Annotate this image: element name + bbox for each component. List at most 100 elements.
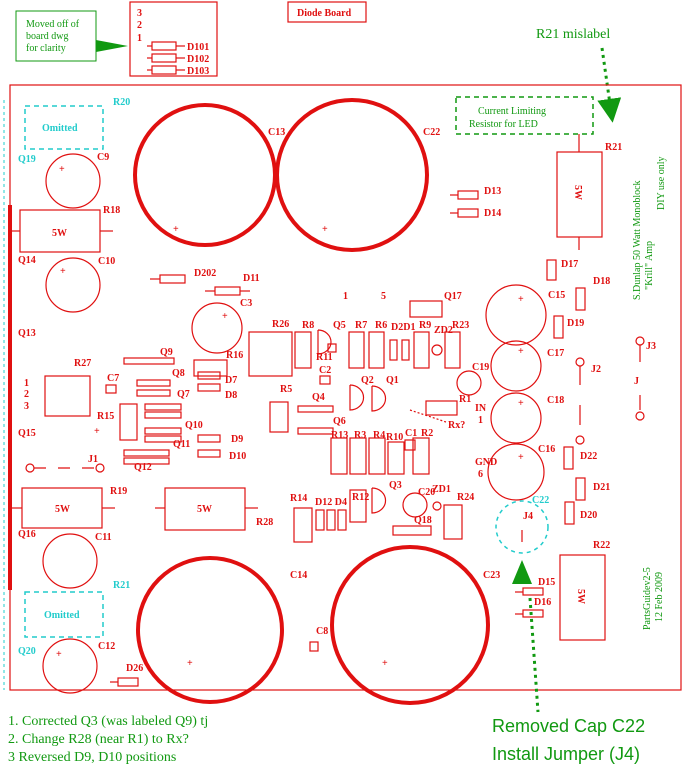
- svg-text:5W: 5W: [572, 185, 583, 200]
- transistor-q1: Q1: [371, 375, 399, 412]
- svg-text:C13: C13: [268, 127, 285, 138]
- svg-text:C9: C9: [97, 152, 109, 163]
- transistor-q18: [392, 525, 432, 536]
- title-box: [287, 1, 367, 23]
- transistor-q5: Q5: [317, 320, 346, 355]
- cap-c18: +C18: [490, 392, 564, 444]
- cap-c11: C11: [42, 532, 112, 589]
- page-title: Diode Board: [297, 8, 352, 19]
- r21-cyan-label: R21: [113, 580, 130, 591]
- diode-d22: D22: [563, 446, 597, 470]
- q20-label: Q20: [18, 646, 36, 657]
- svg-text:D8: D8: [225, 390, 237, 401]
- current-limit-note: Current Limiting: [478, 106, 546, 117]
- q8-body: [193, 359, 228, 377]
- removed-cap-c22-outline: [495, 500, 549, 554]
- q11-body: [144, 435, 182, 443]
- resistor-r13: R13: [330, 430, 348, 475]
- resistor-r23: R23: [444, 320, 469, 369]
- svg-text:Q2: Q2: [361, 375, 374, 386]
- install-jumper-note: Install Jumper (J4): [492, 744, 641, 764]
- diode-pin-number: 2: [137, 20, 142, 31]
- green-arrow-icon: [96, 40, 128, 52]
- svg-text:R9: R9: [419, 320, 431, 331]
- diode-d26: D26: [110, 663, 143, 687]
- svg-text:R8: R8: [302, 320, 314, 331]
- q18-label: Q18: [414, 515, 432, 526]
- c22-cyan-label: C22: [532, 495, 549, 506]
- svg-text:C19: C19: [472, 362, 489, 373]
- svg-text:C12: C12: [98, 641, 115, 652]
- q9-body: [123, 357, 175, 365]
- jumper-j1: J1: [25, 454, 105, 473]
- q19-label: Q19: [18, 154, 36, 165]
- pin-number: 2: [24, 389, 29, 400]
- resistor-r1: R1 Rx?: [409, 394, 471, 431]
- resistor-r21: R21 5W: [556, 134, 622, 250]
- svg-text:D17: D17: [561, 259, 578, 270]
- svg-text:C18: C18: [547, 395, 564, 406]
- svg-text:C17: C17: [547, 348, 564, 359]
- svg-text:R26: R26: [272, 319, 289, 330]
- diode-pin-number: 3: [137, 8, 142, 19]
- cap-c16: +C16: [487, 443, 555, 501]
- svg-text:R18: R18: [103, 205, 120, 216]
- svg-text:R1: R1: [459, 394, 471, 405]
- cap-c23: + C23: [330, 545, 500, 705]
- diode-d202: D202: [150, 268, 216, 284]
- svg-text:J2: J2: [591, 364, 601, 375]
- c20-label: C20: [418, 487, 435, 498]
- resistor-r18: 5W R18: [12, 205, 120, 253]
- cap-c19: C19: [456, 362, 489, 396]
- diode-d1: [401, 339, 410, 361]
- svg-text:+: +: [518, 346, 524, 357]
- cap-c7: [105, 384, 117, 394]
- transistor-q17: [409, 300, 443, 318]
- diode-d4: [326, 509, 336, 531]
- svg-text:5W: 5W: [197, 504, 212, 515]
- resistor-r9: R9: [413, 320, 431, 369]
- resistor-r14: R14: [290, 493, 313, 543]
- cap-c2: C2: [319, 365, 331, 385]
- resistor-r27: R27: [44, 358, 91, 417]
- q4-label: Q4: [312, 392, 325, 403]
- svg-text:Q1: Q1: [386, 375, 399, 386]
- j4-label: J4: [523, 511, 533, 522]
- svg-text:D22: D22: [580, 451, 597, 462]
- resistor-r5: R5: [269, 384, 292, 433]
- svg-text:"Krill" Amp: "Krill" Amp: [644, 241, 655, 290]
- resistor-r11: [327, 343, 337, 353]
- input-pin: 1: [478, 415, 483, 426]
- q6-body: [297, 427, 334, 435]
- q12-label: Q12: [134, 462, 152, 473]
- gnd-label: GND: [475, 457, 497, 468]
- r16-label: R16: [226, 350, 243, 361]
- q16-label: Q16: [18, 529, 36, 540]
- omitted-box-bottom: [24, 591, 104, 638]
- resistor-r28: 5W R28: [155, 487, 273, 531]
- green-arrow-icon: [512, 560, 532, 584]
- removed-cap-arrow-line: [528, 597, 540, 713]
- svg-text:Q3: Q3: [389, 480, 402, 491]
- svg-text:D20: D20: [580, 510, 597, 521]
- c1-label: C1: [405, 428, 417, 439]
- input-label: IN: [475, 403, 487, 414]
- diode-d15: D15: [515, 577, 555, 596]
- q11-label: Q11: [173, 439, 190, 450]
- cap-c1: [404, 439, 416, 451]
- q6-body: [297, 405, 334, 413]
- zener-zd1: [432, 501, 442, 511]
- svg-text:D15: D15: [538, 577, 555, 588]
- jumper-j2-pad: [575, 435, 585, 445]
- svg-text:C23: C23: [483, 570, 500, 581]
- pin-number: 1: [24, 378, 29, 389]
- diode-d7: D7: [197, 371, 237, 386]
- svg-text:C3: C3: [240, 298, 252, 309]
- diode-d9: D9: [197, 434, 243, 445]
- resistor-r12: R12: [349, 489, 369, 523]
- svg-text:R21: R21: [605, 142, 622, 153]
- moved-note-box: [15, 10, 97, 62]
- q10-body: [144, 403, 182, 411]
- current-limit-box: [455, 96, 594, 135]
- cap-c13: + C13: [133, 103, 285, 247]
